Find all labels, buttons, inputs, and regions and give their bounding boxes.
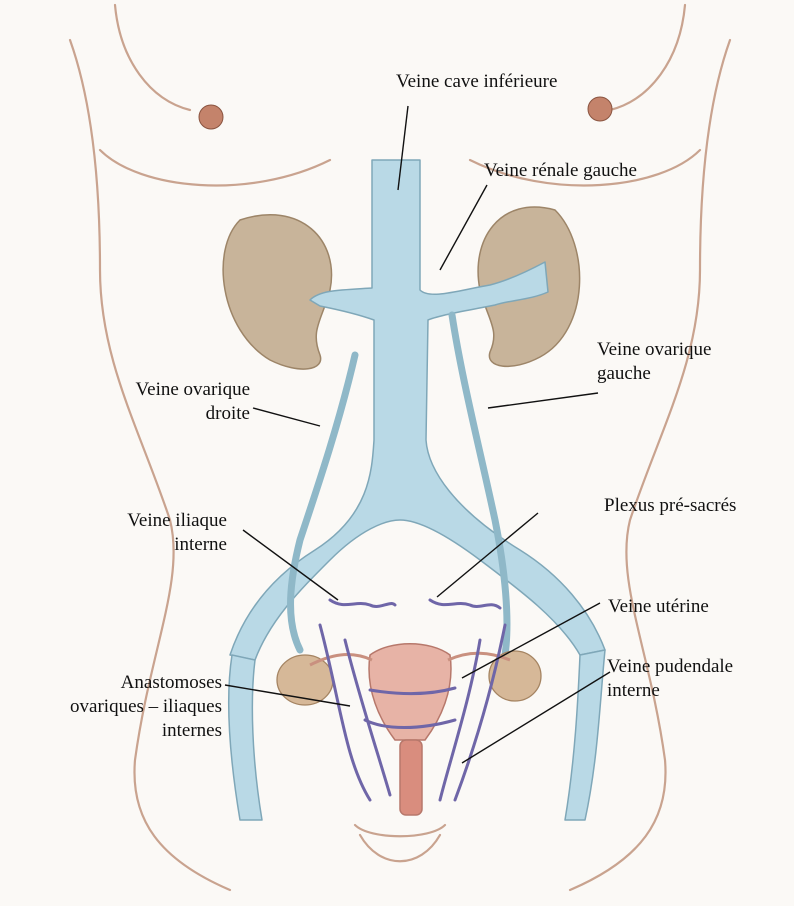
label-ivc: Veine cave inférieure: [396, 71, 558, 92]
label-anastomoses-line2: ovariques – iliaques: [70, 696, 222, 717]
label-left-ovarian-vein: Veine ovarique gauche: [597, 338, 711, 386]
label-right-ovarian-line2: droite: [205, 403, 250, 424]
label-anastomoses-line1: Anastomoses: [120, 672, 222, 693]
leader-lines: [224, 105, 611, 764]
fallopian-tubes: [309, 651, 511, 667]
label-presacral-plexus: Plexus pré-sacrés: [604, 495, 737, 516]
label-internal-pudendal-vein: Veine pudendale interne: [607, 655, 733, 703]
label-left-ovarian-line1: Veine ovarique: [597, 339, 712, 360]
label-internal-iliac-line2: interne: [174, 534, 227, 555]
uterus: [368, 643, 452, 816]
label-left-renal-vein: Veine rénale gauche: [484, 160, 637, 181]
label-right-ovarian-line1: Veine ovarique: [135, 379, 250, 400]
pelvic-plexus: [318, 598, 507, 802]
label-right-ovarian-vein: Veine ovarique droite: [136, 378, 250, 426]
label-uterine-vein: Veine utérine: [608, 596, 709, 617]
label-anastomoses-line3: internes: [161, 720, 222, 741]
label-pudendal-line1: Veine pudendale: [607, 656, 734, 677]
vein-tree: [227, 159, 606, 821]
label-left-ovarian-line2: gauche: [597, 363, 651, 384]
label-internal-iliac-line1: Veine iliaque: [127, 510, 227, 531]
label-pudendal-line2: interne: [607, 680, 660, 701]
ovaries: [276, 650, 542, 706]
label-ovarian-iliac-anastomoses: Anastomoses ovariques – iliaques interne…: [70, 671, 222, 743]
nipples: [198, 96, 613, 130]
torso-outline: [68, 3, 732, 892]
ovarian-veins: [287, 311, 511, 659]
label-internal-iliac-vein: Veine iliaque interne: [127, 509, 227, 557]
